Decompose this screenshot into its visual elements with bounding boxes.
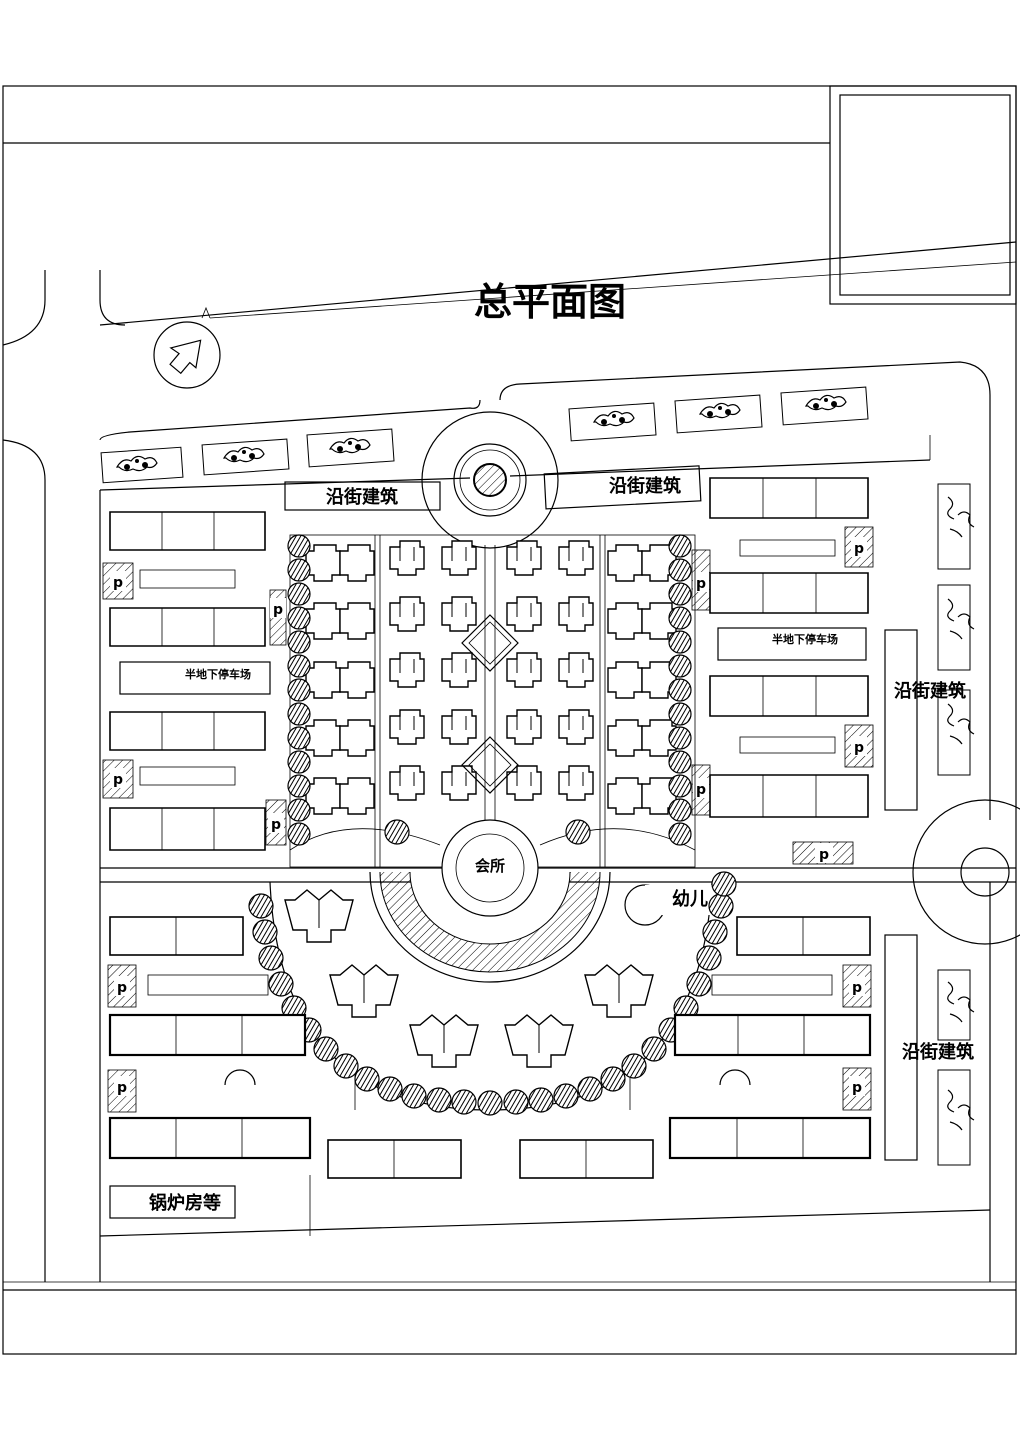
- svg-text:p: p: [271, 817, 281, 833]
- tree-icon: [565, 819, 591, 845]
- parking-marker: p: [691, 549, 711, 611]
- street-building: [284, 481, 441, 511]
- parking-marker: p: [844, 526, 874, 568]
- tree-row-right: [668, 534, 692, 846]
- car-icon: [306, 428, 395, 468]
- svg-text:p: p: [854, 541, 864, 557]
- street-building: [543, 465, 702, 510]
- svg-text:p: p: [113, 772, 123, 788]
- svg-text:p: p: [696, 782, 706, 798]
- label-boiler-room: 锅炉房等: [149, 1192, 221, 1214]
- apartment-block-left-upper: [109, 511, 266, 851]
- parking-marker: p: [107, 1069, 137, 1113]
- parking-marker: p: [265, 799, 287, 846]
- street-building: [884, 934, 918, 1161]
- drawing-frame: [2, 85, 1017, 1355]
- planting-strip: [937, 483, 971, 570]
- plaza-diamond: [461, 614, 519, 672]
- parking-marker: p: [842, 1067, 872, 1111]
- svg-text:p: p: [273, 602, 283, 618]
- label-street-building: 沿街建筑: [326, 486, 398, 508]
- planting-strip: [937, 1069, 971, 1166]
- title-block: [829, 85, 1017, 305]
- parking-marker: p: [844, 724, 874, 768]
- street-building: [884, 629, 918, 811]
- tree-row-arc: [248, 871, 737, 1116]
- label-clubhouse: 会所: [475, 857, 505, 875]
- svg-text:p: p: [819, 847, 829, 863]
- apartment-block-left-lower: [108, 916, 462, 1179]
- label-street-building: 沿街建筑: [609, 475, 681, 497]
- svg-text:p: p: [113, 575, 123, 591]
- page-title: 总平面图: [474, 279, 626, 324]
- parking-marker: p: [792, 841, 854, 865]
- car-icon: [674, 394, 763, 434]
- parking-marker: p: [107, 964, 137, 1008]
- label-kindergarten: 幼儿: [672, 888, 708, 910]
- svg-text:p: p: [117, 1080, 127, 1096]
- label-parking: 半地下停车场: [772, 632, 838, 646]
- boiler-room: [109, 1185, 236, 1219]
- svg-text:p: p: [852, 980, 862, 996]
- apartment-block-right-upper: [709, 477, 869, 818]
- plaza-diamond: [461, 736, 519, 794]
- label-street-building: 沿街建筑: [902, 1041, 974, 1063]
- parking-marker: p: [102, 562, 134, 600]
- svg-text:p: p: [852, 1080, 862, 1096]
- svg-text:p: p: [696, 576, 706, 592]
- planting-strip: [937, 969, 971, 1041]
- parking-marker: p: [269, 589, 287, 646]
- apartment-block-right-lower: [519, 916, 872, 1179]
- car-icon: [568, 402, 657, 442]
- label-parking: 半地下停车场: [185, 667, 251, 681]
- parking-marker: p: [102, 759, 134, 799]
- tree-row-left: [287, 534, 311, 846]
- svg-text:p: p: [854, 740, 864, 756]
- label-street-building: 沿街建筑: [894, 680, 966, 702]
- villa-grid: [305, 540, 677, 815]
- car-icon: [201, 438, 290, 476]
- svg-text:p: p: [117, 980, 127, 996]
- north-arrow-icon: [153, 306, 221, 389]
- parking-area: [119, 661, 271, 695]
- car-icon: [100, 446, 184, 484]
- planting-strip: [937, 584, 971, 671]
- parking-marker: p: [842, 964, 872, 1008]
- car-icon: [780, 386, 869, 426]
- parking-area: [717, 627, 867, 661]
- planting-strip: [937, 689, 971, 776]
- parking-marker: p: [691, 764, 711, 816]
- tree-icon: [384, 819, 410, 845]
